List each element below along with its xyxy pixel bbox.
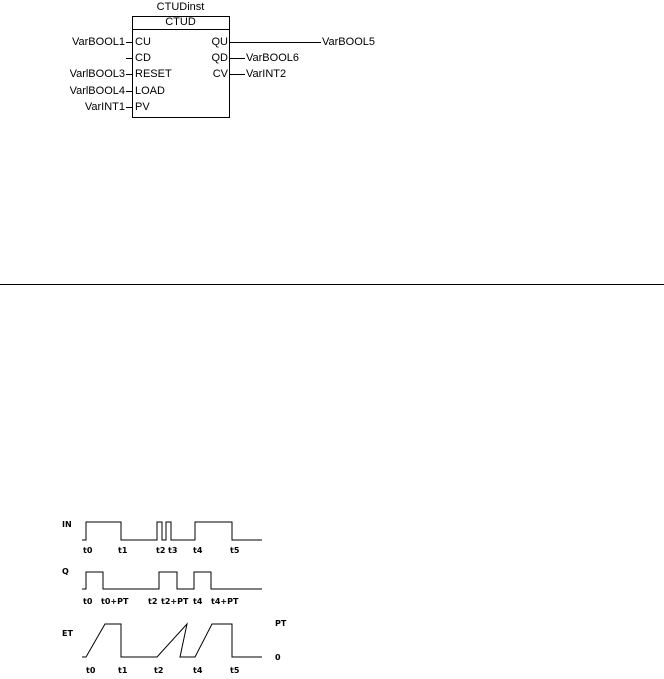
pin-load: LOAD — [135, 85, 165, 97]
pin-cu: CU — [135, 36, 151, 48]
pin-qu: QU — [211, 36, 229, 48]
et-time-label: t0 — [86, 666, 96, 675]
q-time-label: t2+PT — [161, 597, 189, 606]
input-var-reset: VarlBOOL3 — [69, 68, 125, 80]
et-level-zero: 0 — [275, 653, 281, 662]
waveform-et — [82, 622, 262, 658]
output-var-cv: VarINT2 — [246, 68, 287, 80]
et-level-pt: PT — [275, 619, 287, 628]
in-time-label: t3 — [168, 546, 178, 555]
output-var-qd: VarBOOL6 — [246, 52, 299, 64]
input-var-load: VarlBOOL4 — [69, 85, 125, 97]
q-time-label: t4+PT — [211, 597, 239, 606]
q-time-label: t2 — [148, 597, 158, 606]
waveform-in — [82, 521, 262, 541]
signal-label-et: ET — [62, 629, 73, 638]
fb-instance-name: CTUDinst — [156, 1, 205, 13]
pin-qd: QD — [211, 52, 229, 64]
q-time-label: t0 — [83, 597, 93, 606]
waveform-q — [82, 571, 262, 590]
in-time-label: t0 — [83, 546, 93, 555]
et-time-label: t2 — [154, 666, 164, 675]
pin-pv: PV — [135, 101, 150, 113]
q-time-label: t4 — [193, 597, 203, 606]
pin-reset: RESET — [135, 68, 172, 80]
input-var-cu: VarBOOL1 — [72, 36, 125, 48]
et-time-label: t1 — [118, 666, 128, 675]
et-time-label: t4 — [193, 666, 203, 675]
in-time-label: t4 — [193, 546, 203, 555]
in-time-label: t1 — [118, 546, 128, 555]
in-time-label: t5 — [230, 546, 240, 555]
et-time-label: t5 — [230, 666, 240, 675]
fb-type-name: CTUD — [165, 16, 196, 28]
output-var-qu: VarBOOL5 — [322, 36, 375, 48]
pin-cv: CV — [212, 68, 228, 80]
q-time-label: t0+PT — [101, 597, 129, 606]
pin-cd: CD — [135, 52, 151, 64]
input-var-pv: VarINT1 — [84, 101, 125, 113]
signal-label-q: Q — [62, 567, 69, 576]
in-time-label: t2 — [156, 546, 166, 555]
fb-box — [132, 16, 230, 118]
signal-label-in: IN — [62, 520, 72, 529]
